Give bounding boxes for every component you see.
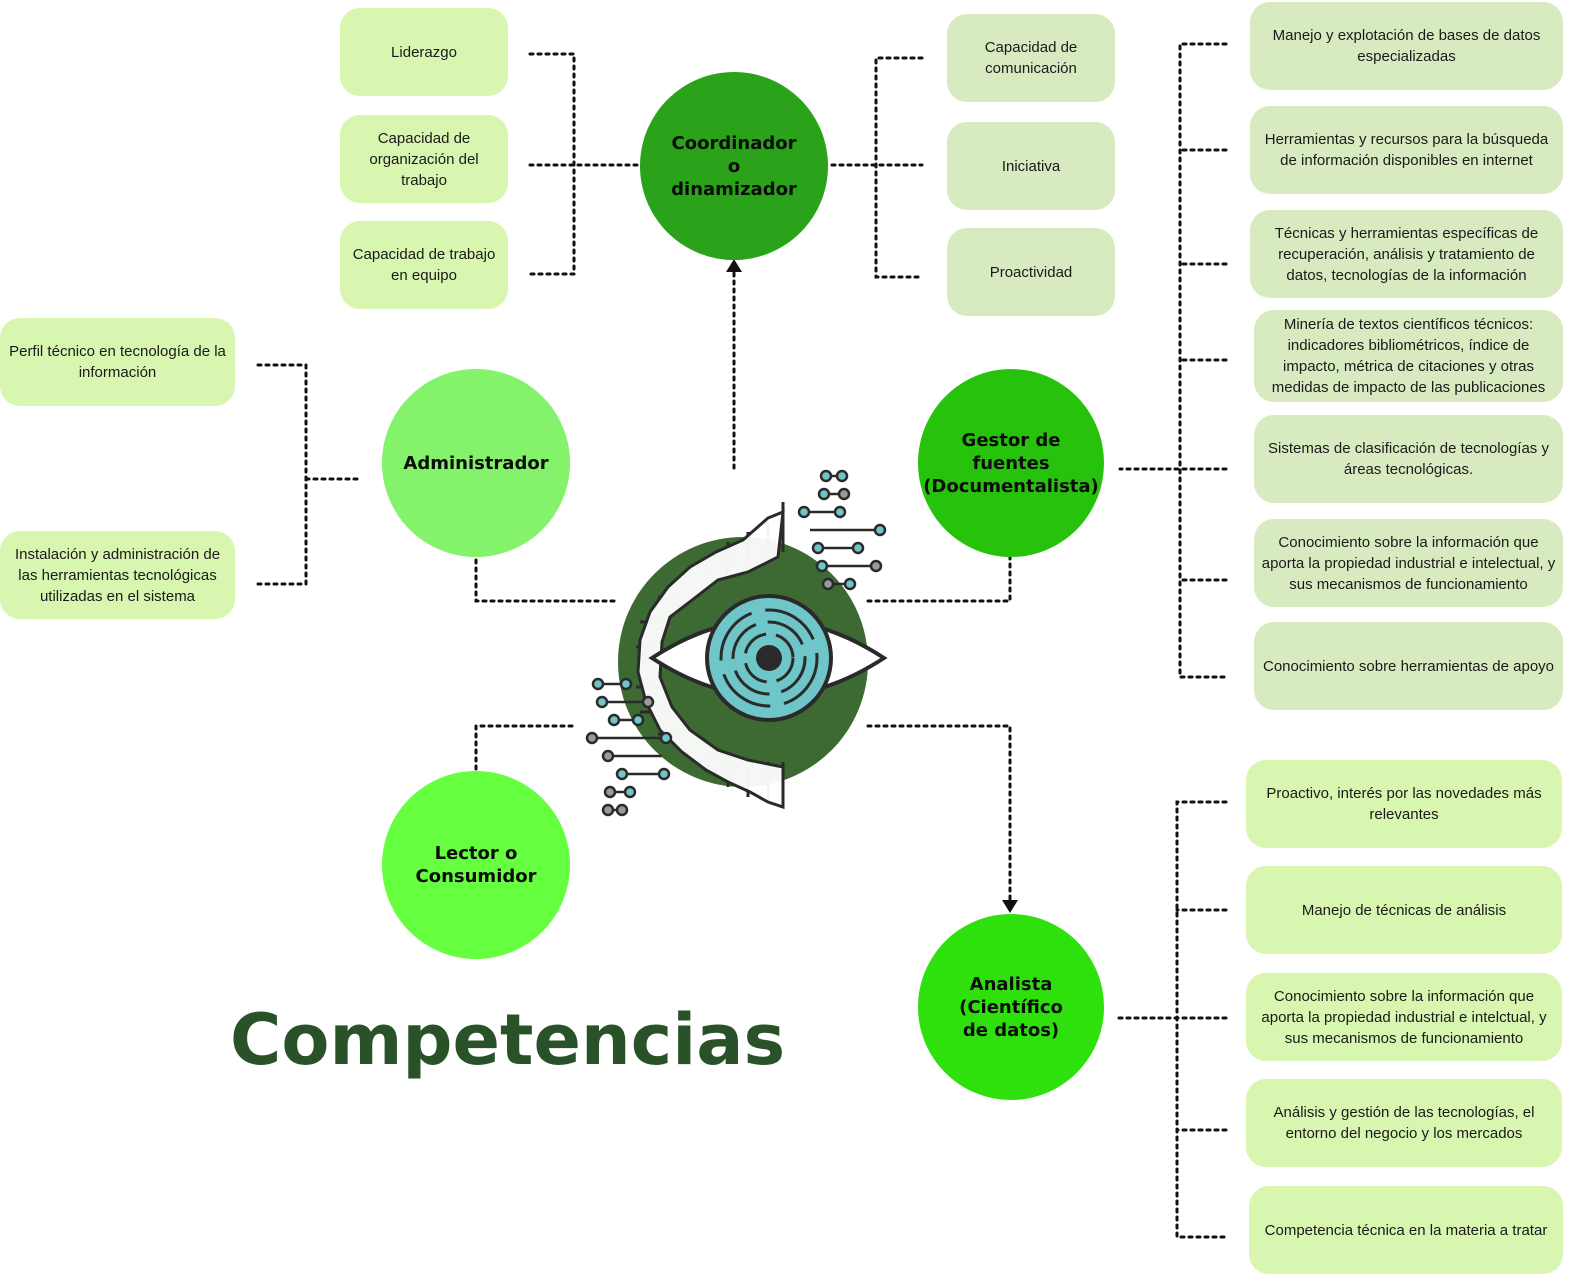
skill-box: Competencia técnica en la materia a trat… [1249, 1186, 1563, 1274]
skill-box: Herramientas y recursos para la búsqueda… [1250, 106, 1563, 194]
role-label: Analista (Científico de datos) [959, 973, 1063, 1041]
skill-label: Técnicas y herramientas específicas de r… [1274, 224, 1539, 284]
skill-box: Manejo y explotación de bases de datos e… [1250, 2, 1563, 90]
role-label: Administrador [403, 452, 549, 474]
skill-label: Competencia técnica en la materia a trat… [1264, 1221, 1548, 1239]
skill-box: Manejo de técnicas de análisis [1246, 866, 1562, 954]
skill-box: Análisis y gestión de las tecnologías, e… [1246, 1079, 1562, 1167]
skill-label: Instalación y administración de las herr… [14, 545, 221, 605]
page-title: Competencias [230, 999, 786, 1081]
skill-label: Capacidad de organización del trabajo [369, 129, 479, 189]
role-label: Coordinador o dinamizador [671, 132, 797, 200]
skill-label: Minería de textos científicos técnicos: … [1271, 316, 1546, 396]
skill-box: Conocimiento sobre herramientas de apoyo [1254, 622, 1563, 710]
skill-label: Conocimiento sobre la información que ap… [1261, 533, 1556, 593]
role-label: Lector o Consumidor [415, 843, 537, 887]
eye-circuit-icon [585, 469, 888, 817]
role-source-manager: Gestor de fuentes (Documentalista) [918, 369, 1104, 557]
skill-label: Conocimiento sobre la información que ap… [1261, 987, 1547, 1047]
role-coordinator: Coordinador o dinamizador [640, 72, 828, 260]
role-label: Gestor de fuentes (Documentalista) [923, 429, 1099, 497]
skill-label: Capacidad de trabajo en equipo [352, 246, 496, 284]
skill-label: Liderazgo [391, 43, 457, 61]
skill-box: Perfil técnico en tecnología de la infor… [0, 318, 235, 406]
skill-label: Herramientas y recursos para la búsqueda… [1264, 131, 1549, 169]
skill-label: Conocimiento sobre herramientas de apoyo [1263, 657, 1554, 675]
skill-box: Instalación y administración de las herr… [0, 531, 235, 619]
skill-box: Técnicas y herramientas específicas de r… [1250, 210, 1563, 298]
skill-box: Sistemas de clasificación de tecnologías… [1254, 415, 1563, 503]
skill-box: Capacidad de organización del trabajo [340, 115, 508, 203]
skill-box: Liderazgo [340, 8, 508, 96]
skill-box: Conocimiento sobre la información que ap… [1254, 519, 1563, 607]
skill-label: Manejo y explotación de bases de datos e… [1272, 27, 1541, 65]
skill-label: Sistemas de clasificación de tecnologías… [1268, 440, 1549, 478]
skill-label: Perfil técnico en tecnología de la infor… [9, 343, 226, 381]
skill-box: Conocimiento sobre la información que ap… [1246, 973, 1562, 1061]
skill-box: Capacidad de trabajo en equipo [340, 221, 508, 309]
skill-box: Proactividad [947, 228, 1115, 316]
role-administrator: Administrador [382, 369, 570, 557]
skill-box: Proactivo, interés por las novedades más… [1246, 760, 1562, 848]
role-reader: Lector o Consumidor [382, 771, 570, 959]
skill-label: Proactividad [989, 263, 1073, 281]
skill-label: Análisis y gestión de las tecnologías, e… [1273, 1104, 1535, 1142]
skill-label: Proactivo, interés por las novedades más… [1266, 785, 1542, 823]
skill-label: Iniciativa [1001, 157, 1061, 175]
skill-box: Iniciativa [947, 122, 1115, 210]
skill-box: Minería de textos científicos técnicos: … [1254, 310, 1563, 402]
skill-label: Manejo de técnicas de análisis [1301, 901, 1507, 919]
skill-box: Capacidad de comunicación [947, 14, 1115, 102]
skill-label: Capacidad de comunicación [984, 39, 1078, 77]
role-analyst: Analista (Científico de datos) [918, 914, 1104, 1100]
